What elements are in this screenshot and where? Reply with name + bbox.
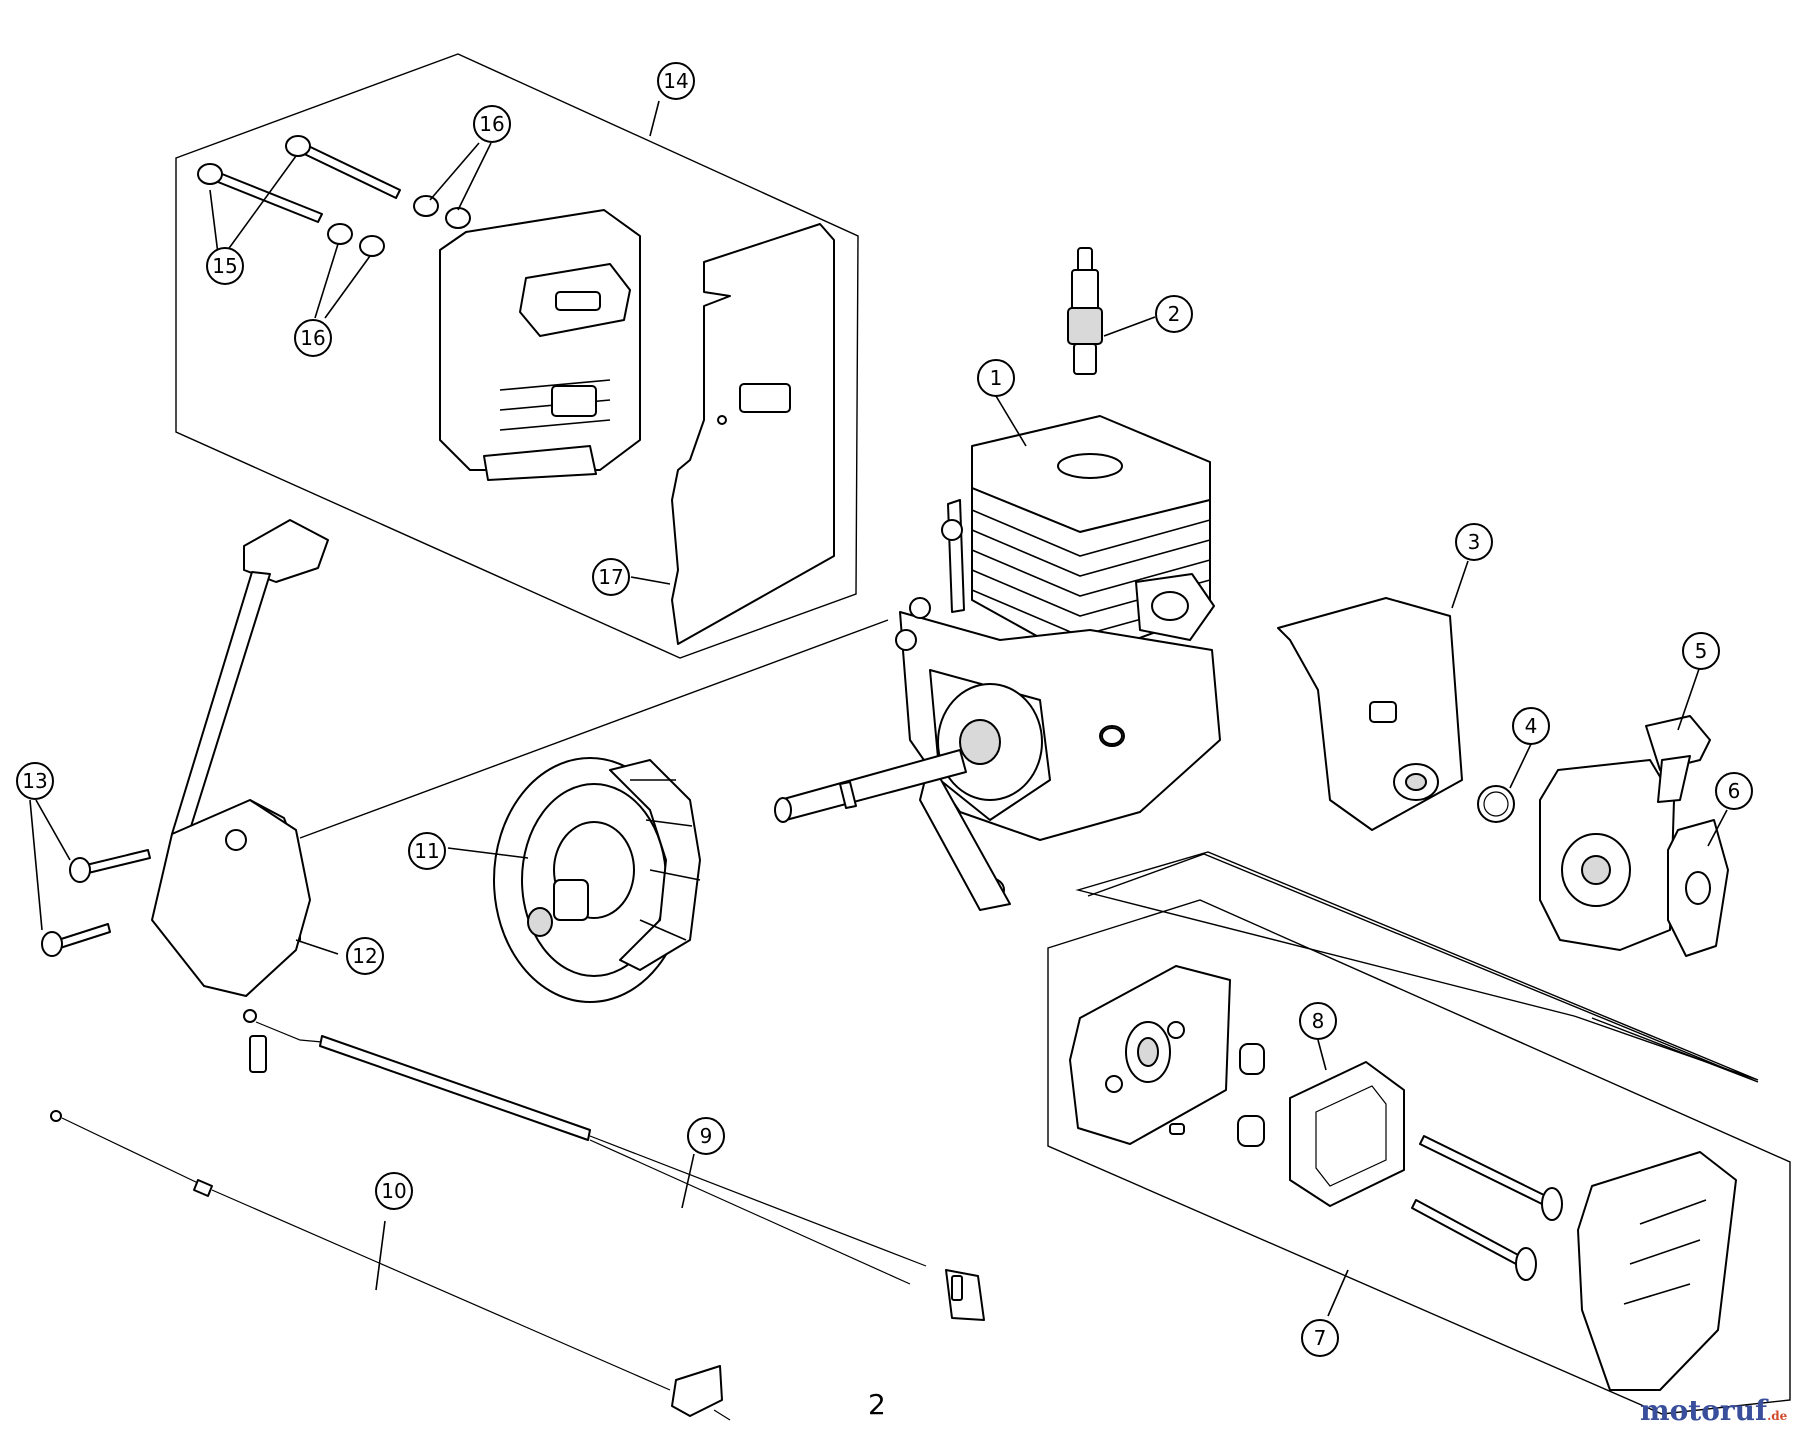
callout-6: 6 xyxy=(1715,772,1753,810)
screw-13-part xyxy=(41,849,151,957)
callout-label: 7 xyxy=(1314,1326,1327,1350)
callout-label: 9 xyxy=(700,1124,713,1148)
callout-label: 1 xyxy=(990,366,1003,390)
callout-4: 4 xyxy=(1512,707,1550,745)
air-filter-element-part xyxy=(1289,1061,1405,1207)
carburetor-part xyxy=(1539,715,1711,951)
callout-label: 12 xyxy=(352,944,377,968)
page-number: 2 xyxy=(868,1388,886,1421)
callout-label: 8 xyxy=(1312,1009,1325,1033)
callout-7: 7 xyxy=(1301,1319,1339,1357)
carburetor-gasket-part xyxy=(1667,819,1729,957)
callout-1: 1 xyxy=(977,359,1015,397)
muffler-group-box xyxy=(175,53,859,659)
callout-label: 4 xyxy=(1525,714,1538,738)
muffler-part xyxy=(439,209,641,481)
callout-label: 3 xyxy=(1468,530,1481,554)
carburetor-bracket-part xyxy=(1277,597,1463,831)
callout-15: 15 xyxy=(206,247,244,285)
callout-2: 2 xyxy=(1155,295,1193,333)
brand-watermark: motoruf.de xyxy=(1640,1394,1787,1427)
carb-outer-line xyxy=(1087,853,1759,1083)
callout-14: 14 xyxy=(657,62,695,100)
air-filter-base-part xyxy=(1069,965,1231,1145)
callout-label: 15 xyxy=(212,254,237,278)
callout-11: 11 xyxy=(408,832,446,870)
brand-name: motoruf xyxy=(1640,1394,1768,1427)
spark-plug-part xyxy=(1067,247,1103,375)
flywheel-part xyxy=(493,757,701,1003)
stop-cable-10-part xyxy=(50,1110,731,1421)
o-ring-part xyxy=(1477,785,1515,823)
throttle-cable-9-part xyxy=(243,1009,985,1321)
ignition-group-line xyxy=(299,619,889,839)
callout-3: 3 xyxy=(1455,523,1493,561)
air-filter-screws-part xyxy=(1411,1135,1563,1281)
air-filter-cover-part xyxy=(1577,1151,1737,1391)
carburetor-group-box xyxy=(1075,851,1759,1081)
callout-label: 2 xyxy=(1168,302,1181,326)
callout-12: 12 xyxy=(346,937,384,975)
callout-label: 17 xyxy=(598,565,623,589)
cylinder-part xyxy=(895,415,1221,911)
callout-label: 16 xyxy=(479,112,504,136)
muffler-bolts-part xyxy=(197,135,401,223)
callout-label: 14 xyxy=(663,69,688,93)
callout-label: 6 xyxy=(1728,779,1741,803)
callout-13: 13 xyxy=(16,762,54,800)
callout-label: 11 xyxy=(414,839,439,863)
washers-part xyxy=(327,195,471,257)
callout-label: 16 xyxy=(300,326,325,350)
callout-label: 13 xyxy=(22,769,47,793)
callout-8: 8 xyxy=(1299,1002,1337,1040)
brand-suffix: .de xyxy=(1767,1409,1788,1423)
callout-16-bottom: 16 xyxy=(294,319,332,357)
air-filter-group-box xyxy=(1047,899,1791,1415)
ignition-module-part xyxy=(151,519,329,997)
callout-10: 10 xyxy=(375,1172,413,1210)
callout-label: 10 xyxy=(381,1179,406,1203)
leader-lines xyxy=(29,100,1728,1317)
callout-5: 5 xyxy=(1682,632,1720,670)
muffler-gasket-part xyxy=(671,223,835,645)
air-filter-spacers-part xyxy=(1169,1043,1265,1147)
callout-9: 9 xyxy=(687,1117,725,1155)
crankshaft-part xyxy=(774,749,967,823)
callout-16-top: 16 xyxy=(473,105,511,143)
callout-17: 17 xyxy=(592,558,630,596)
callout-label: 5 xyxy=(1695,639,1708,663)
